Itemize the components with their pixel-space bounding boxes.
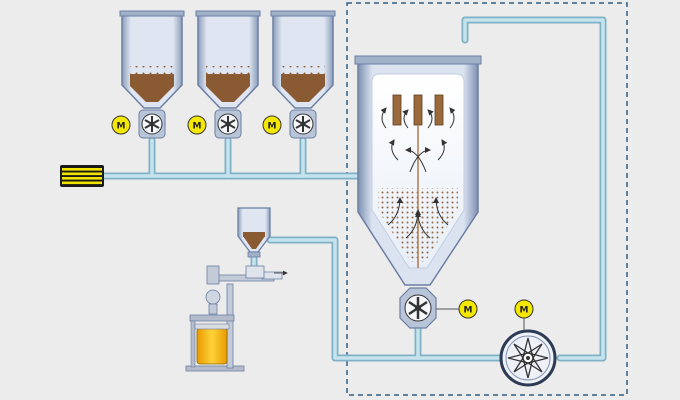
feed-hopper-1 (119, 10, 185, 109)
feed-hopper-3 (270, 10, 336, 109)
bag-filter-icon (434, 94, 444, 126)
bag-filter-icon (392, 94, 402, 126)
centrifugal-fan-icon (399, 287, 437, 329)
motor-badge-icon: M (111, 115, 131, 135)
feed-hopper-2 (195, 10, 261, 109)
svg-text:M: M (520, 306, 529, 316)
motor-badge-icon: M (514, 299, 534, 319)
rotary-valve-icon (499, 329, 557, 387)
centrifugal-fan-icon (214, 109, 242, 139)
pipework (99, 16, 607, 362)
curved-arrow-icon (380, 107, 456, 239)
product-container (196, 327, 228, 365)
fluid-bed-dryer-vessel (354, 55, 482, 286)
dryer-system-boundary (346, 2, 628, 396)
motor-badge-icon: M (187, 115, 207, 135)
svg-text:M: M (193, 122, 202, 132)
bag-filter-icon (413, 94, 423, 126)
motor-badge-icon: M (262, 115, 282, 135)
centrifugal-fan-icon (289, 109, 317, 139)
heating-coil-icon (60, 165, 104, 187)
bag-filling-station (185, 265, 288, 372)
discharge-hopper (237, 207, 271, 258)
motor-badge-icon: M (458, 299, 478, 319)
svg-text:M: M (117, 122, 126, 132)
svg-text:M: M (464, 306, 473, 316)
centrifugal-fan-icon (138, 109, 166, 139)
svg-text:M: M (268, 122, 277, 132)
